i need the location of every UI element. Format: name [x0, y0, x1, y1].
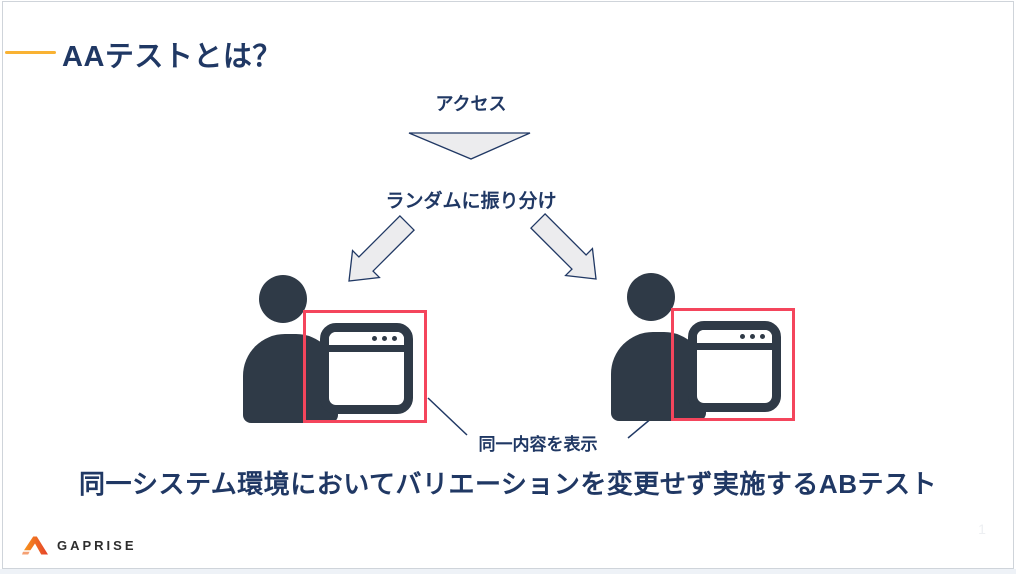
- funnel-triangle-icon: [408, 132, 531, 160]
- highlight-box: [303, 310, 427, 423]
- user-icon: [627, 273, 675, 321]
- browser-dot-icon: [372, 336, 377, 341]
- browser-dot-icon: [382, 336, 387, 341]
- user-icon: [259, 275, 307, 323]
- browser-window-icon: [320, 323, 413, 414]
- same-content-label: 同一内容を表示: [478, 435, 598, 454]
- page-title: AAテストとは？: [62, 41, 282, 73]
- browser-dot-icon: [750, 334, 755, 339]
- highlight-box: [671, 308, 795, 421]
- browser-titlebar: [697, 330, 772, 343]
- browser-dot-icon: [740, 334, 745, 339]
- gaprise-logo-icon: [22, 536, 48, 555]
- title-accent-line: [5, 51, 56, 54]
- arrow-down-right-icon: [530, 213, 597, 280]
- access-label: アクセス: [435, 94, 507, 114]
- user-variant-a: [233, 270, 433, 430]
- browser-separator: [329, 345, 404, 352]
- browser-window-icon: [688, 321, 781, 412]
- random-assign-label: ランダムに振り分け: [385, 191, 557, 212]
- brand-name: GAPRISE: [57, 538, 137, 553]
- user-variant-b: [601, 268, 801, 428]
- browser-titlebar: [329, 332, 404, 345]
- footer-strip: [0, 569, 1016, 574]
- browser-dot-icon: [392, 336, 397, 341]
- page-number: 1: [978, 521, 986, 537]
- statement-text: 同一システム環境においてバリエーションを変更せず実施するABテスト: [79, 469, 937, 499]
- browser-separator: [697, 343, 772, 350]
- footer-logo: GAPRISE: [22, 536, 137, 555]
- browser-dot-icon: [760, 334, 765, 339]
